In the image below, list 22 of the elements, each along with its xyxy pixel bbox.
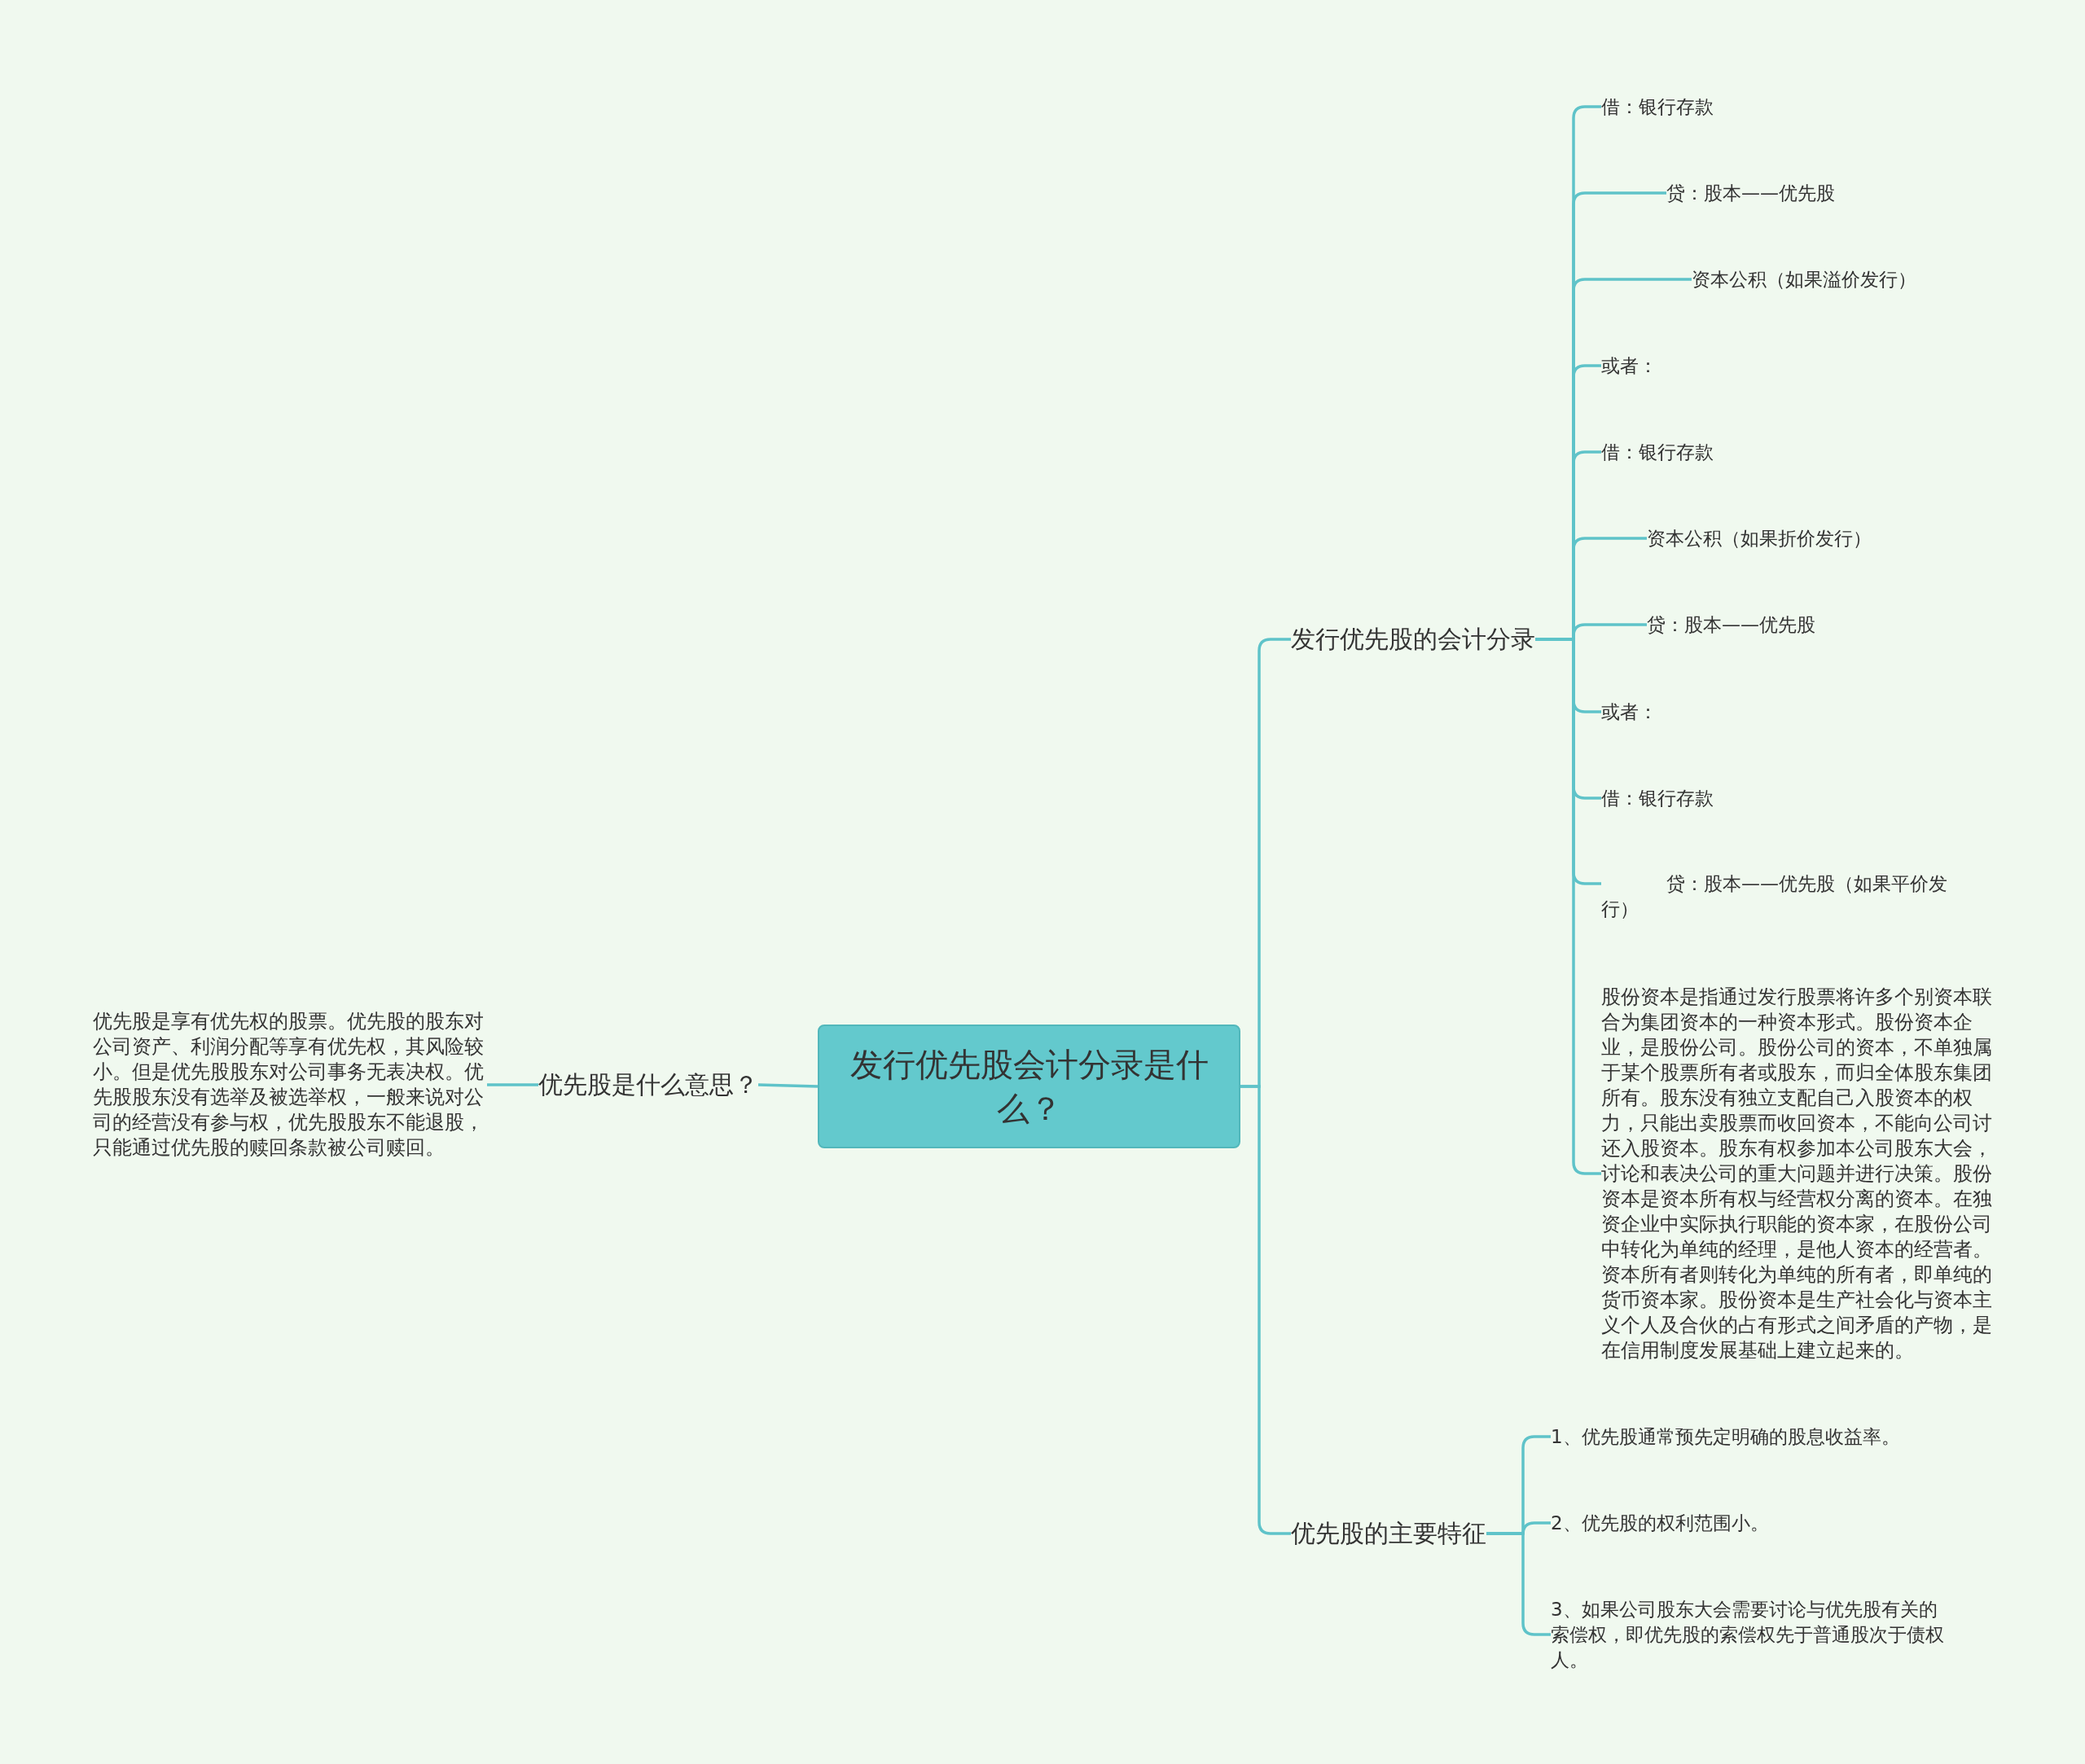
- topic-text: 或者：: [1601, 699, 1992, 725]
- note-paragraph: 优先股是享有优先权的股票。优先股的股东对公司资产、利润分配等享有优先权，其风险较小。但是优先股股东对公司事务无表决权。优先股股东没有选举及被选举权，一般来说对公司的经营没有参与权，优先股股东不能退股，只能通过优先股的赎回条款被公司赎回。: [93, 1009, 487, 1161]
- connector-line: [757, 1083, 819, 1088]
- branch-topic: 优先股的主要特征: [1291, 1517, 1486, 1550]
- topic-text: 资本公积（如果溢价发行）: [1692, 266, 1992, 292]
- branch-topic: 优先股是什么意思？: [538, 1068, 758, 1101]
- connector-line: [1240, 1085, 1291, 1535]
- central-topic-box: 发行优先股会计分录是什么？: [818, 1025, 1240, 1148]
- topic-text: 借：银行存款: [1601, 439, 1992, 465]
- branch-topic: 发行优先股的会计分录: [1291, 623, 1535, 656]
- topic-text: 3、如果公司股东大会需要讨论与优先股有关的索偿权，即优先股的索偿权先于普通股次于债权人。: [1551, 1596, 1945, 1673]
- topic-text: 贷：股本——优先股: [1666, 180, 1992, 206]
- topic-text: 2、优先股的权利范围小。: [1551, 1510, 1942, 1536]
- topic-text: 贷：股本——优先股: [1647, 612, 1992, 638]
- topic-text: 或者：: [1601, 353, 1992, 379]
- topic-text: 资本公积（如果折价发行）: [1647, 525, 1992, 551]
- topic-text: 1、优先股通常预先定明确的股息收益率。: [1551, 1424, 1942, 1450]
- topic-text: 借：银行存款: [1601, 94, 1992, 120]
- topic-text: 借：银行存款: [1601, 785, 1992, 811]
- connector-line: [487, 1083, 538, 1086]
- topic-text: 贷：股本——优先股（如果平价发行）: [1601, 871, 1960, 922]
- note-paragraph: 股份资本是指通过发行股票将许多个别资本联合为集团资本的一种资本形式。股份资本企业，是股份公司。股份公司的资本，不单独属于某个股票所有者或股东，而归全体股东集团所有。股东没有独立支配自己入股资本的权力，只能出卖股票而收回资本，不能向公司讨还入股资本。股东有权参加本公司股东大会，讨论和表决公司的重大问题并进行决策。股份资本是资本所有权与经营权分离的资本。在独资企业中实际执行职能的资本家，在股份公司中转化为单纯的经理，是他人资本的经营者。资本所有者则转化为单纯的所有者，即单纯的货币资本家。股份资本是生产社会化与资本主义个人及合伙的占有形式之间矛盾的产物，是在信用制度发展基础上建立起来的。: [1601, 984, 1995, 1363]
